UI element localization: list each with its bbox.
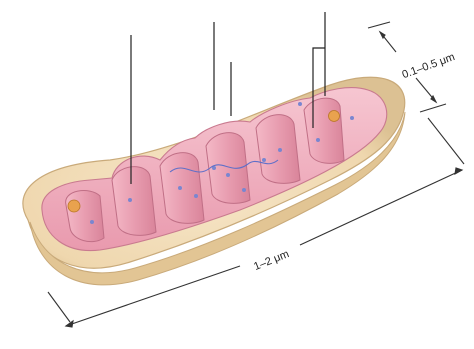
length-dimension-label: 1–2 μm <box>252 248 291 273</box>
crista-2 <box>112 167 156 236</box>
crista-5 <box>256 115 300 184</box>
crista-3 <box>160 153 204 224</box>
crista-6 <box>304 98 344 163</box>
width-dimension-label: 0.1–0.5 μm <box>401 51 457 81</box>
granule-right <box>329 111 340 122</box>
granule-left <box>68 200 80 212</box>
